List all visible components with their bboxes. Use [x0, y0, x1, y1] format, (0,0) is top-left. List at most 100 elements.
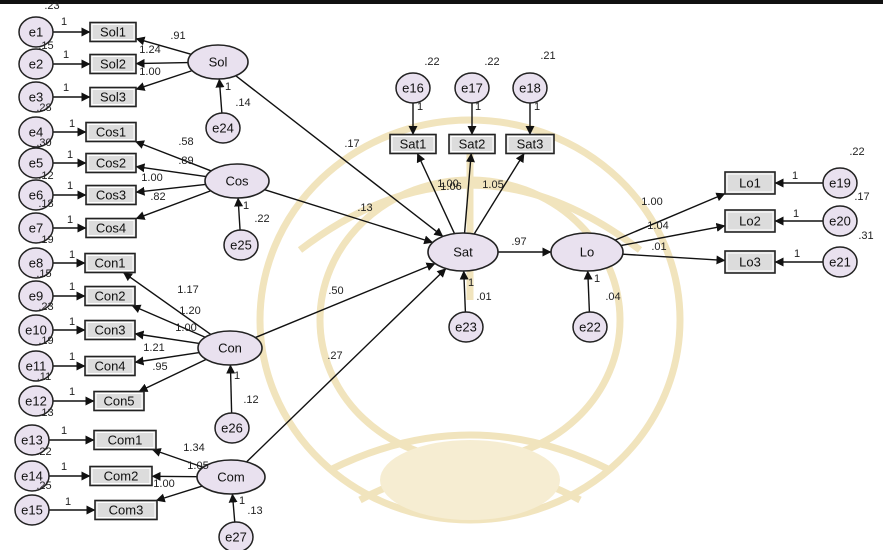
error-label-e23: e23: [455, 319, 477, 334]
coef-com-com1: 1.34: [183, 442, 204, 454]
loading-arrow-con-con5: [138, 358, 207, 393]
indicator-cos3: Cos3: [85, 184, 137, 206]
fixed-one-label-5: 1: [67, 149, 73, 161]
variance-e9: .23: [38, 301, 53, 313]
indicator-label-sol1: Sol1: [100, 24, 126, 39]
loading-arrow-cos-cos1: [135, 140, 212, 172]
indicator-sol1: Sol1: [89, 21, 137, 43]
error-arrow-e22: [583, 270, 593, 313]
error-arrow-e23: [459, 270, 469, 313]
error-label-e17: e17: [461, 80, 483, 95]
fixed-one-label-13: 1: [61, 425, 67, 437]
variance-e17: .22: [484, 56, 499, 68]
coef-sat-sat1: 1.00: [437, 178, 458, 190]
error-label-e25: e25: [230, 237, 252, 252]
fixed-one-label-6: 1: [67, 180, 73, 192]
coef-sol-sat: .17: [344, 138, 359, 150]
error-e26: e26: [214, 412, 250, 444]
coef-con-con3: 1.00: [175, 322, 196, 334]
error-e11: e11: [18, 350, 54, 382]
fixed-one-label-27: 1: [239, 495, 245, 507]
error-label-e6: e6: [29, 187, 43, 202]
coef-con-con2: 1.20: [179, 305, 200, 317]
coef-lo-lo3: .01: [651, 241, 666, 253]
latent-label-con: Con: [218, 340, 242, 355]
coef-lo-lo1: 1.00: [641, 196, 662, 208]
indicator-label-con4: Con4: [94, 358, 125, 373]
error-label-e12: e12: [25, 393, 47, 408]
coef-cos-cos4: .82: [150, 191, 165, 203]
loading-arrow-sol-sol1: [135, 36, 192, 56]
loading-arrow-cos-cos2: [135, 163, 207, 178]
fixed-one-label-17: 1: [475, 101, 481, 113]
indicator-con1: Con1: [84, 252, 136, 274]
indicator-label-com1: Com1: [108, 432, 143, 447]
error-label-e13: e13: [21, 432, 43, 447]
indicator-sat3: Sat3: [505, 133, 555, 155]
loading-arrow-com-com3: [155, 485, 203, 503]
variance-e6: .18: [38, 198, 53, 210]
variance-e13: .22: [36, 446, 51, 458]
coef-con-con1: 1.17: [177, 284, 198, 296]
fixed-one-label-8: 1: [69, 249, 75, 261]
latent-label-com: Com: [217, 469, 244, 484]
loading-arrow-sol-sol2: [135, 58, 189, 68]
loading-arrow-con-con1: [123, 271, 212, 335]
error-e15: e15: [14, 494, 50, 526]
loading-arrow-lo-lo3: [622, 253, 726, 265]
watermark-emblem: [256, 116, 684, 524]
coef-sat-sat3: 1.05: [482, 179, 503, 191]
loading-arrow-sol-sol3: [135, 69, 193, 91]
error-e19: e19: [822, 167, 858, 199]
loading-arrow-com-com1: [151, 448, 204, 468]
variance-e12: .13: [38, 407, 53, 419]
error-e25: e25: [223, 229, 259, 261]
coef-sol-sol1: .91: [170, 30, 185, 42]
indicator-label-com2: Com2: [104, 468, 139, 483]
coef-com-com3: 1.00: [153, 478, 174, 490]
error-label-e21: e21: [829, 254, 851, 269]
indicator-label-lo3: Lo3: [739, 254, 761, 269]
variance-e24: .14: [235, 97, 250, 109]
fixed-one-label-7: 1: [67, 214, 73, 226]
latent-sat: Sat: [427, 232, 499, 272]
loading-arrow-lo-lo2: [620, 222, 726, 247]
coefficient-layer: .911.241.00.58.891.00.821.171.201.001.21…: [36, 0, 873, 517]
error-e10: e10: [18, 314, 54, 346]
fixed-one-label-18: 1: [534, 101, 540, 113]
loading-arrow-lo-lo1: [614, 192, 726, 241]
coef-cos-cos1: .58: [178, 136, 193, 148]
path-arrow-com-sat: [246, 268, 447, 463]
error-e8: e8: [18, 247, 54, 279]
indicator-label-sat2: Sat2: [459, 136, 486, 151]
error-e3: e3: [18, 81, 54, 113]
node-layer: Sol1Sol2Sol3Cos1Cos2Cos3Cos4Con1Con2Con3…: [14, 16, 858, 550]
error-e24: e24: [205, 112, 241, 144]
error-e27: e27: [218, 521, 254, 550]
indicator-con4: Con4: [84, 355, 136, 377]
coef-cos-cos3: 1.00: [141, 172, 162, 184]
coef-con-con5: .95: [152, 361, 167, 373]
error-label-e9: e9: [29, 288, 43, 303]
indicator-label-lo2: Lo2: [739, 213, 761, 228]
fixed-one-label-24: 1: [225, 81, 231, 93]
error-e16: e16: [395, 72, 431, 104]
path-arrow-sol-sat: [235, 75, 444, 237]
variance-e14: .25: [36, 480, 51, 492]
fixed-one-label-19: 1: [792, 170, 798, 182]
indicator-sat1: Sat1: [389, 133, 437, 155]
fixed-one-label-10: 1: [69, 316, 75, 328]
fixed-one-label-14: 1: [61, 461, 67, 473]
path-arrow-cos-sat: [264, 188, 434, 245]
loading-arrow-cos-cos4: [135, 190, 212, 220]
fixed-one-label-1: 1: [61, 16, 67, 28]
latent-cos: Cos: [204, 163, 270, 199]
coef-com-com2: 1.05: [187, 460, 208, 472]
error-e20: e20: [822, 205, 858, 237]
indicator-sol2: Sol2: [89, 53, 137, 75]
indicator-label-cos4: Cos4: [96, 220, 126, 235]
error-label-e3: e3: [29, 89, 43, 104]
error-e9: e9: [18, 280, 54, 312]
